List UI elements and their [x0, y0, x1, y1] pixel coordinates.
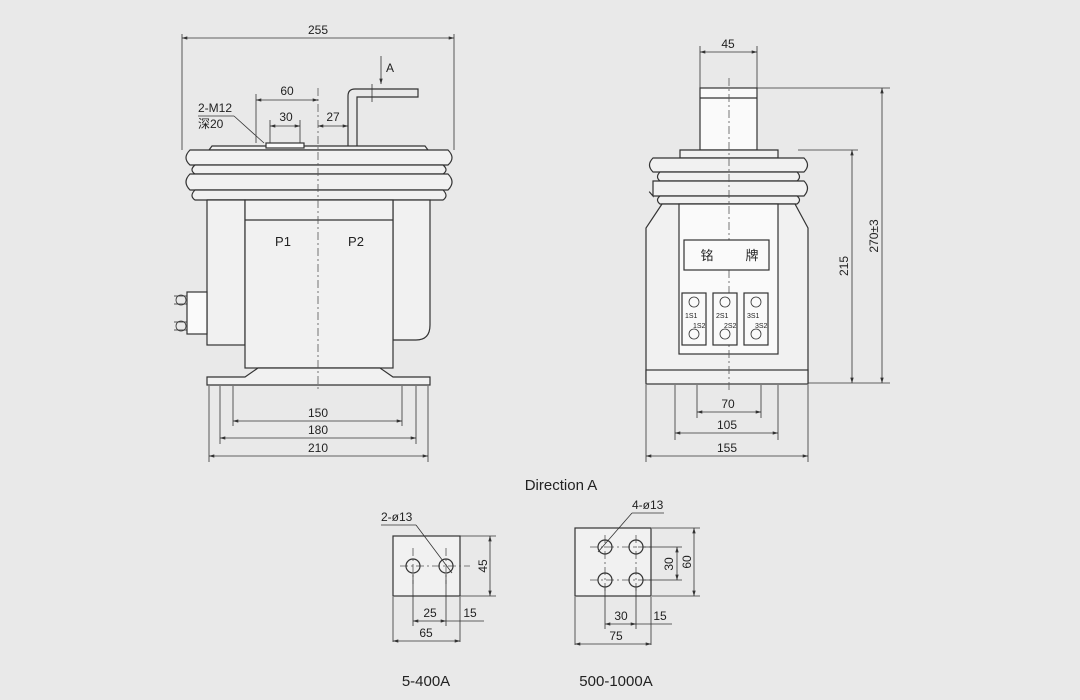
plate-large-hole-1: [597, 539, 613, 555]
plate-large-hole-pitch-v: 30: [662, 557, 676, 571]
plate-small-edge: 15: [463, 606, 477, 620]
plate-small-hole-spec: 2-ø13: [381, 510, 413, 524]
svg-text:3S1: 3S1: [747, 313, 760, 320]
front-secondary-terminals: [174, 291, 208, 335]
primary-label-p2: P2: [348, 234, 364, 249]
dim-side-height-total: 270±3: [867, 219, 881, 253]
dim-terminal-half: 30: [279, 110, 293, 124]
plate-small-height: 45: [476, 559, 490, 573]
plate-large-hole-pitch-h: 30: [614, 609, 628, 623]
terminal-block-3: 3S1 3S2: [743, 292, 769, 346]
direction-marker: A: [386, 61, 394, 75]
dim-front-base-mid: 180: [308, 423, 328, 437]
dim-front-base-outer: 210: [308, 441, 328, 455]
plate-large-caption: 500-1000A: [579, 673, 652, 690]
direction-title: Direction A: [525, 477, 598, 494]
dim-overall-width: 255: [308, 23, 328, 37]
svg-text:1S2: 1S2: [693, 323, 706, 330]
plate-large-hole-spec: 4-ø13: [632, 498, 664, 512]
terminal-block-1: 1S1 1S2: [681, 292, 707, 346]
front-core: [244, 199, 394, 369]
svg-text:3S2: 3S2: [755, 323, 768, 330]
side-sheds: [648, 157, 809, 205]
svg-text:2S1: 2S1: [716, 313, 729, 320]
dim-front-base-inner: 150: [308, 406, 328, 420]
plate-small-hole-2: [438, 558, 454, 574]
svg-text:1S1: 1S1: [685, 313, 698, 320]
nameplate-right-char: 牌: [745, 248, 758, 263]
thread-depth: 深20: [198, 117, 224, 131]
plate-large: 4-ø13 30 60 30 15 75 500-1000A: [574, 498, 700, 690]
primary-label-p1: P1: [275, 234, 291, 249]
front-base: [206, 367, 431, 386]
front-body-right: [207, 199, 431, 341]
terminal-block-2: 2S1 2S2: [712, 292, 738, 346]
dim-side-height-body: 215: [837, 256, 851, 276]
plate-large-height: 60: [680, 555, 694, 569]
front-sheds: [185, 149, 453, 201]
front-view: P1 P2 255 60 30 27 2-M12 深20 A: [174, 23, 455, 462]
side-view: 铭 牌 1S1 1S2 2S1 2S2 3S1 3S2 45 215: [645, 37, 890, 462]
thread-spec: 2-M12: [198, 101, 232, 115]
plate-small-hole-pitch: 25: [423, 606, 437, 620]
plate-large-width: 75: [609, 629, 623, 643]
plate-large-hole-3: [597, 572, 613, 588]
plate-small-hole-1: [405, 558, 421, 574]
plate-large-edge: 15: [653, 609, 667, 623]
dim-side-base-outer: 155: [717, 441, 737, 455]
side-terminal-post: [699, 87, 758, 151]
dim-terminal-spacing: 60: [280, 84, 294, 98]
dim-side-base-mid: 105: [717, 418, 737, 432]
plate-small: 2-ø13 45 25 15 65 5-400A: [381, 510, 496, 690]
nameplate: [683, 239, 770, 271]
svg-text:2S2: 2S2: [724, 323, 737, 330]
plate-small-caption: 5-400A: [402, 673, 450, 690]
side-base: [645, 369, 809, 385]
dim-terminal-offset: 27: [326, 110, 340, 124]
front-terminal-bar: [347, 88, 419, 146]
front-body-left: [206, 199, 246, 346]
dim-side-terminal-width: 45: [721, 37, 735, 51]
front-cap-terminal: [265, 142, 305, 149]
nameplate-left-char: 铭: [700, 248, 713, 263]
dim-side-base-inner: 70: [721, 397, 735, 411]
plate-small-width: 65: [419, 626, 433, 640]
